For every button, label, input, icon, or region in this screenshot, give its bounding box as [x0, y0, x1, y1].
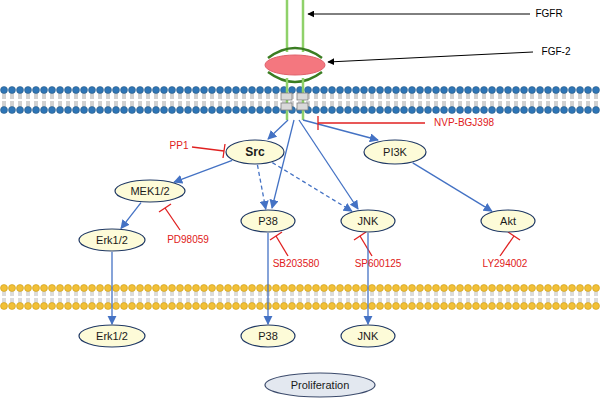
receptor-strand — [286, 0, 289, 52]
inhibitor-marks — [159, 116, 520, 256]
signal-arrow — [367, 233, 368, 324]
pathway-node: Akt — [480, 209, 536, 233]
fgf2-ligand — [265, 55, 325, 75]
signal-arrow — [299, 120, 358, 209]
node-ellipse — [79, 325, 145, 347]
pathway-node: Erk1/2 — [78, 324, 146, 348]
transmembrane-block — [297, 103, 308, 110]
node-label: Erk1/2 — [96, 235, 128, 246]
inhibitor-label: PD98059 — [167, 235, 209, 245]
cell-membrane — [0, 86, 600, 114]
inhibitor-label: NVP-BGJ398 — [434, 118, 494, 128]
inhibitor-line — [318, 122, 425, 123]
transmembrane-block — [281, 93, 292, 100]
signal-arrow — [174, 160, 232, 182]
node-label: P38 — [258, 216, 278, 227]
pathway-node: Proliferation — [264, 372, 376, 398]
node-ellipse — [115, 180, 185, 202]
node-ellipse — [241, 325, 295, 347]
node-ellipse — [341, 325, 395, 347]
inhibitor-bar — [270, 232, 282, 240]
inhibitor-label: SB203580 — [273, 259, 320, 269]
inhibitor-label: PP1 — [170, 141, 189, 151]
fgfr-receptor — [265, 0, 325, 120]
node-label: PI3K — [383, 147, 407, 158]
pointer-arrow — [308, 14, 530, 15]
signal-arrow — [257, 165, 265, 209]
inhibitor-line — [165, 208, 180, 230]
signal-arrow — [267, 233, 268, 324]
nuclear-membrane — [0, 284, 600, 310]
node-label: Proliferation — [291, 380, 350, 391]
pathway-node: JNK — [340, 209, 396, 233]
signal-arrow — [111, 252, 112, 324]
pathway-node: JNK — [340, 324, 396, 348]
signal-arrow — [272, 163, 352, 212]
transmembrane-block — [281, 103, 292, 110]
inhibitor-line — [192, 147, 224, 151]
inhibitor-line — [360, 236, 372, 256]
pathway-node: P38 — [240, 209, 296, 233]
pathway-node: MEK1/2 — [114, 179, 186, 203]
pointer-arrow — [328, 52, 533, 62]
pointer-label: FGF-2 — [542, 47, 571, 57]
node-label: Akt — [500, 216, 516, 227]
transmembrane-block — [297, 93, 308, 100]
inhibitor-line — [276, 236, 288, 256]
receptor-signals — [268, 120, 378, 209]
node-label: P38 — [258, 331, 278, 342]
node-ellipse — [341, 210, 395, 232]
inhibitor-bar — [159, 204, 171, 212]
signal-arrow — [121, 203, 141, 229]
inhibitor-line — [500, 236, 514, 256]
pointer-arrows — [308, 14, 533, 62]
inhibitor-label: LY294002 — [483, 259, 528, 269]
node-label: Src — [245, 146, 264, 158]
inhibitor-label: SP600125 — [355, 259, 402, 269]
node-ellipse — [226, 140, 284, 164]
node-ellipse — [241, 210, 295, 232]
inhibitor-bar — [508, 232, 520, 240]
node-label: MEK1/2 — [130, 186, 169, 197]
pathway-node: P38 — [240, 324, 296, 348]
pathway-node: Src — [225, 139, 285, 165]
pathway-node: Erk1/2 — [78, 228, 146, 252]
node-ellipse — [364, 140, 426, 164]
pointer-label: FGFR — [535, 9, 562, 19]
signal-arrow — [413, 163, 492, 211]
node-label: JNK — [358, 216, 379, 227]
node-ellipse — [265, 373, 375, 397]
node-ellipse — [79, 229, 145, 251]
inhibitor-bar — [354, 232, 366, 240]
node-ellipse — [481, 210, 535, 232]
node-label: JNK — [358, 331, 379, 342]
inhibitor-bar — [223, 144, 225, 158]
node-label: Erk1/2 — [96, 331, 128, 342]
pathway-node: PI3K — [363, 139, 427, 165]
signal-arrow — [268, 120, 288, 139]
inhibitor-bar — [317, 116, 318, 130]
receptor-strand — [302, 0, 305, 52]
